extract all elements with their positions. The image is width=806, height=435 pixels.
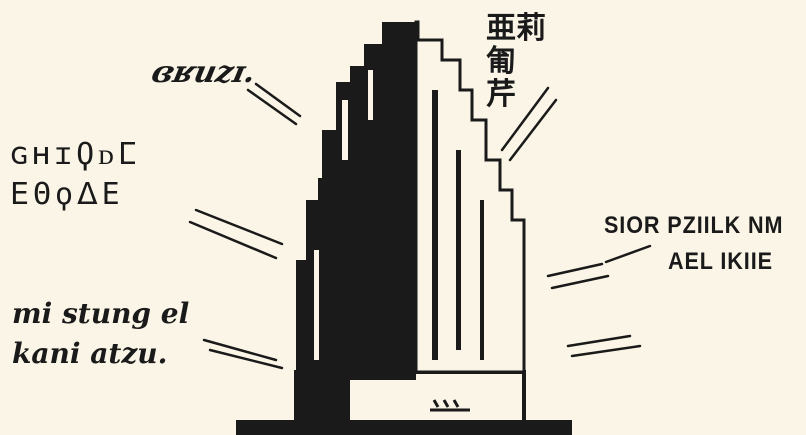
tower-base-shadow [296, 372, 350, 422]
glyph-line-1: 亜莉 [486, 11, 546, 46]
label-top-right-glyphs: 亜莉 匍 芹 [486, 12, 576, 111]
label-top-center: ɞʁuzɪ. [148, 55, 259, 90]
tower-light-face [414, 20, 526, 374]
tower-slits [330, 60, 484, 360]
label-right-line1: SIOR PZIILK NM [604, 212, 784, 239]
radiating-strokes [188, 82, 652, 370]
label-left-block-line1: ɢʜɪϘᴅⵎ [10, 137, 141, 172]
base-plaque-mark [430, 399, 470, 412]
label-left-script-line1: mi stung el [12, 297, 190, 330]
label-left-block-line2: ⴹΘϙᐃE [10, 177, 124, 212]
tower-highlights [314, 70, 373, 360]
label-left-script-line2: kani atzu. [12, 337, 168, 370]
glyph-line-3: 芹 [486, 77, 516, 112]
glyph-line-2: 匍 [486, 44, 516, 79]
label-right-line2: AEL IKIIE [668, 248, 773, 275]
